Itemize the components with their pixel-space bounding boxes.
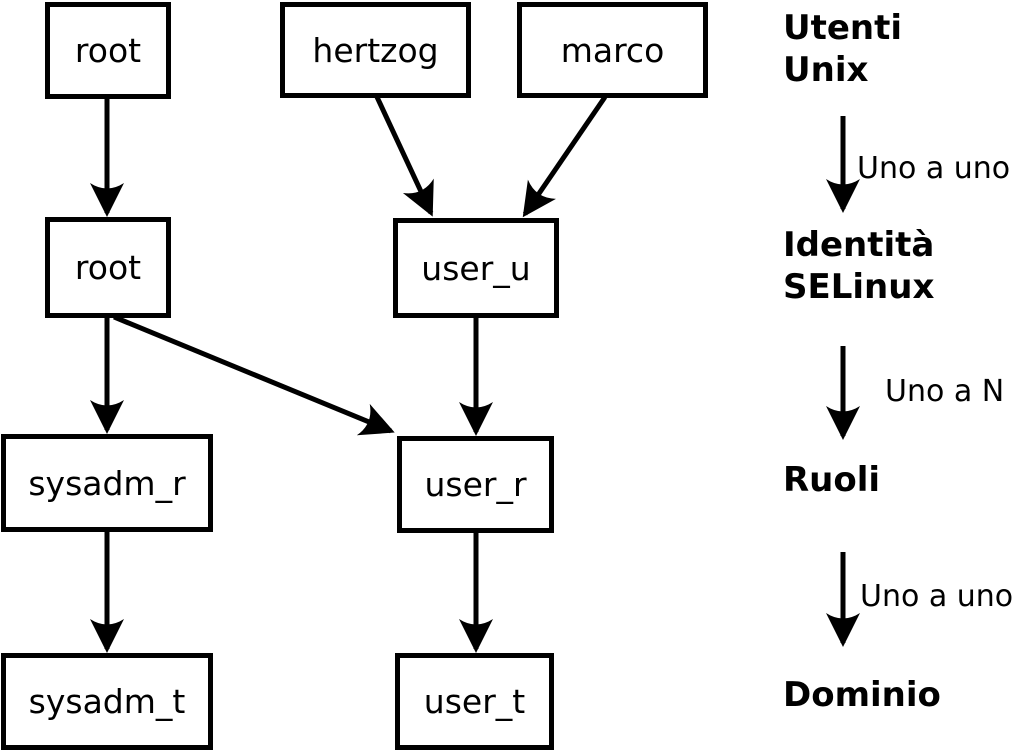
legend-relation-one-to-one-1: Uno a uno: [857, 151, 1011, 186]
node-label: sysadm_r: [28, 463, 186, 503]
node-domain-user-t: user_t: [395, 653, 554, 750]
node-role-user-r: user_r: [397, 436, 554, 533]
node-label: root: [74, 248, 142, 287]
edge-selinuxroot-to-user-r: [113, 314, 395, 436]
edge-marco-to-user-u: [522, 95, 608, 218]
node-label: marco: [560, 30, 665, 70]
node-label: hertzog: [312, 30, 439, 70]
node-label: user_u: [421, 248, 531, 288]
legend-line: Identità: [783, 225, 935, 265]
node-selinux-user-u: user_u: [393, 218, 559, 318]
node-unix-hertzog: hertzog: [280, 2, 471, 98]
legend-line: Ruoli: [783, 460, 881, 500]
legend-level-unix-users: Utenti Unix: [783, 7, 902, 91]
node-domain-sysadm-t: sysadm_t: [1, 653, 213, 750]
node-label: root: [74, 31, 142, 70]
legend-level-roles: Ruoli: [783, 459, 880, 501]
node-label: user_r: [424, 465, 527, 504]
node-role-sysadm-r: sysadm_r: [1, 434, 213, 532]
legend-relation-one-to-one-2: Uno a uno: [860, 579, 1014, 614]
legend-line: SELinux: [783, 267, 935, 307]
node-unix-marco: marco: [517, 2, 708, 98]
node-label: sysadm_t: [28, 682, 186, 721]
legend-level-domain: Dominio: [783, 674, 941, 716]
legend-relation-one-to-n: Uno a N: [885, 374, 1005, 409]
legend-level-selinux-identity: Identità SELinux: [783, 224, 934, 308]
edge-hertzog-to-user-u: [374, 95, 434, 217]
legend-line: Utenti: [783, 8, 903, 48]
node-label: user_t: [423, 682, 526, 721]
legend-line: Dominio: [783, 675, 941, 715]
node-unix-root: root: [45, 2, 171, 99]
legend-line: Unix: [783, 50, 869, 90]
node-selinux-root: root: [45, 217, 171, 318]
